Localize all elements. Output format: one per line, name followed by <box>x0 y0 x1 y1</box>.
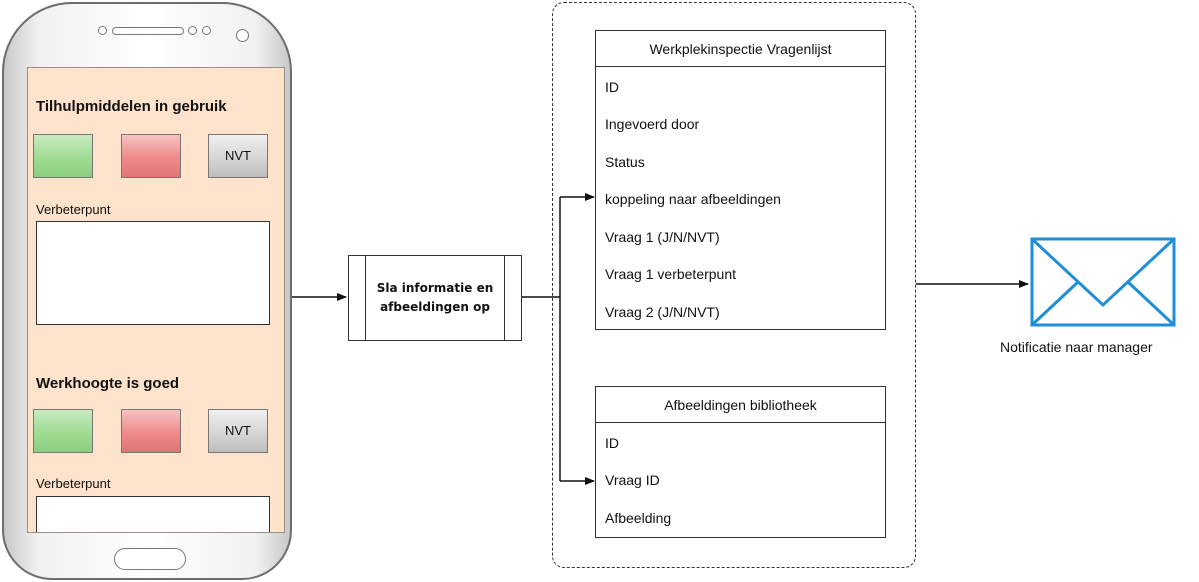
table-row: Vraag ID <box>605 472 660 489</box>
sensor-dot <box>202 26 211 35</box>
table-row: Status <box>605 153 645 170</box>
phone-screen: Tilhulpmiddelen in gebruik NVT Verbeterp… <box>27 67 285 533</box>
notification-caption: Notificatie naar manager <box>1000 339 1153 355</box>
table-header: Werkplekinspectie Vragenlijst <box>596 31 885 67</box>
phone-mockup: Tilhulpmiddelen in gebruik NVT Verbeterp… <box>2 2 292 580</box>
images-library-table: Afbeeldingen bibliotheek ID Vraag ID Afb… <box>595 386 886 538</box>
sensor-dot <box>98 26 107 35</box>
yes-button[interactable] <box>33 409 93 453</box>
nvt-button[interactable]: NVT <box>208 409 268 453</box>
table-row: Ingevoerd door <box>605 116 700 133</box>
table-row: Vraag 2 (J/N/NVT) <box>605 303 720 320</box>
table-row: Vraag 1 verbeterpunt <box>605 266 737 283</box>
home-button <box>114 548 186 570</box>
no-button[interactable] <box>121 134 181 178</box>
table-row: ID <box>605 434 619 451</box>
process-save-step: Sla informatie en afbeeldingen op <box>348 255 522 341</box>
table-row: ID <box>605 78 619 95</box>
table-row: Vraag 1 (J/N/NVT) <box>605 228 720 245</box>
sensor-dot <box>188 26 197 35</box>
table-row: Afbeelding <box>605 509 672 526</box>
yes-button[interactable] <box>33 134 93 178</box>
verbeterpunt-label: Verbeterpunt <box>36 476 111 491</box>
table-row: koppeling naar afbeeldingen <box>605 191 781 208</box>
section-title-tilhulpmiddelen: Tilhulpmiddelen in gebruik <box>36 98 227 115</box>
verbeterpunt-textarea[interactable] <box>36 496 270 532</box>
process-bar <box>504 256 505 340</box>
table-header: Afbeeldingen bibliotheek <box>596 387 885 423</box>
process-label: Sla informatie en afbeeldingen op <box>376 281 494 314</box>
process-bar <box>365 256 366 340</box>
verbeterpunt-label: Verbeterpunt <box>36 202 111 217</box>
no-button[interactable] <box>121 409 181 453</box>
camera-icon <box>236 29 249 42</box>
data-store-container <box>552 2 916 568</box>
envelope-icon <box>1030 237 1176 327</box>
speaker-grille <box>112 27 184 35</box>
section-title-werkhoogte: Werkhoogte is goed <box>36 375 180 392</box>
nvt-button[interactable]: NVT <box>208 134 268 178</box>
questionnaire-table: Werkplekinspectie Vragenlijst ID Ingevoe… <box>595 30 886 330</box>
verbeterpunt-textarea[interactable] <box>36 221 270 325</box>
